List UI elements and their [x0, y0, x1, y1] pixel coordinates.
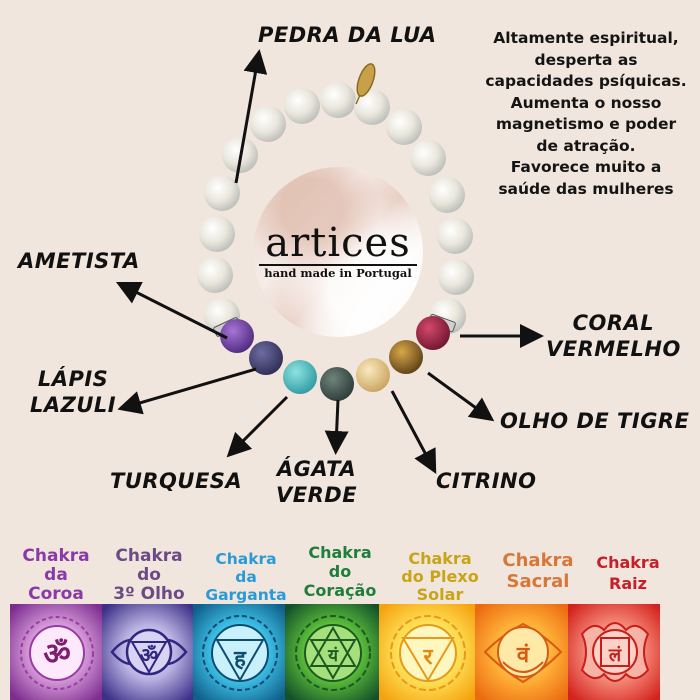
label-line: OLHO DE TIGRE [500, 409, 690, 433]
amethyst-bead [220, 319, 254, 353]
chakra-label-line: Chakra [408, 549, 472, 568]
citrine-bead [356, 358, 390, 392]
chakra-label-line: da [44, 565, 68, 585]
label-line: ÁGATA [276, 457, 357, 481]
description-line: Altamente espiritual, [493, 29, 679, 47]
third-eye-symbol-icon: ॐ [101, 604, 194, 700]
chakra-label-line: Coroa [28, 584, 84, 604]
svg-text:वं: वं [515, 643, 529, 668]
chakra-tile-raiz: लं [568, 604, 660, 700]
om-symbol-icon: ॐ [10, 604, 102, 700]
arrow-ametista [115, 281, 228, 340]
chakra-label-line: Chakra [308, 543, 372, 562]
chakra-tile-garganta: ह [193, 604, 286, 700]
label-turquesa: TURQUESA [110, 468, 242, 494]
chakra-label-plexo-solar: Chakra do Plexo Solar [390, 550, 490, 604]
chakra-label-sacral: Chakra Sacral [490, 550, 586, 592]
chakra-tile-plexo-solar: र [378, 604, 475, 700]
label-line: LÁPIS [37, 367, 109, 391]
brand-logo: artices hand made in Portugal [253, 222, 423, 280]
chakra-label-line: Solar [416, 585, 464, 604]
label-line: PEDRA DA LUA [258, 23, 437, 47]
chakra-label-line: do [328, 562, 352, 581]
chakra-label-line: Garganta [205, 586, 287, 604]
chakra-label-line: Coração [303, 581, 377, 600]
moonstone-description: Altamente espiritual, desperta as capaci… [476, 28, 696, 200]
brand-underline [259, 264, 417, 266]
throat-symbol-icon: ह [193, 604, 286, 700]
chakra-tile-coroa: ॐ [10, 604, 102, 700]
lapis-lazuli-bead [249, 341, 283, 375]
label-olho-de-tigre: OLHO DE TIGRE [500, 408, 689, 434]
chakra-tile-terceiro-olho: ॐ [101, 604, 194, 700]
marble-logo-background [253, 167, 423, 337]
label-line: AMETISTA [18, 249, 140, 273]
description-line: de atração. [536, 136, 636, 155]
chakra-label-line: Chakra [22, 546, 90, 566]
turquoise-bead [283, 360, 317, 394]
chakra-symbols-row: ॐ ॐ ह [10, 604, 660, 700]
chakra-label-line: do Plexo [401, 567, 479, 586]
chakra-tile-coracao: यं [285, 604, 379, 700]
description-line: Aumenta o nosso [510, 93, 662, 112]
arrow-lapis-lazuli [117, 367, 257, 415]
description-line: desperta as [534, 50, 638, 69]
chakra-label-line: 3º Olho [113, 584, 185, 604]
chakra-label-line: Chakra [502, 550, 574, 571]
pointer-arrows [115, 49, 544, 474]
chakra-label-line: Sacral [506, 571, 570, 592]
chakra-label-terceiro-olho: Chakra do 3º Olho [102, 547, 196, 604]
label-agata-verde: ÁGATA VERDE [276, 456, 357, 508]
chakra-label-line: do [137, 565, 161, 585]
sacral-symbol-icon: वं [474, 604, 569, 700]
solar-plexus-symbol-icon: र [378, 604, 475, 700]
description-line: capacidades psíquicas. [485, 72, 687, 90]
chakra-tile-sacral: वं [474, 604, 569, 700]
label-line: CORAL [572, 311, 655, 335]
chakra-label-coroa: Chakra da Coroa [10, 547, 102, 604]
chakra-label-line: da [235, 568, 257, 586]
label-line: VERDE [276, 483, 358, 507]
heart-symbol-icon: यं [285, 604, 379, 700]
label-ametista: AMETISTA [18, 248, 140, 274]
chakra-label-line: Chakra [596, 553, 660, 572]
svg-text:यं: यं [327, 646, 339, 666]
arrow-agata-verde [324, 399, 349, 455]
green-agate-bead [320, 367, 354, 401]
svg-text:लं: लं [608, 645, 622, 666]
svg-text:र: र [422, 645, 433, 670]
chakra-label-line: Chakra [215, 550, 277, 568]
chakra-label-coracao: Chakra do Coração [292, 543, 388, 600]
brand-tagline: hand made in Portugal [264, 266, 412, 280]
tigers-eye-bead [389, 340, 423, 374]
chakra-label-line: Raiz [609, 574, 647, 593]
label-coral-vermelho: CORAL VERMELHO [546, 310, 681, 362]
arrow-olho-de-tigre [427, 371, 495, 422]
svg-text:ॐ: ॐ [140, 643, 158, 667]
label-lapis-lazuli: LÁPIS LAZULI [30, 366, 116, 418]
label-line: VERMELHO [546, 337, 681, 361]
label-citrino: CITRINO [436, 468, 536, 494]
description-line: saúde das mulheres [498, 179, 674, 198]
description-line: Favorece muito a [510, 158, 662, 176]
arrow-pedra-da-lua [234, 49, 268, 184]
brand-charm [355, 63, 376, 105]
chakra-labels: Chakra da Coroa Chakra do 3º Olho Chakra… [0, 532, 700, 604]
arrow-citrino [390, 390, 437, 474]
label-line: TURQUESA [110, 469, 243, 493]
label-pedra-da-lua: PEDRA DA LUA [258, 22, 437, 48]
chakra-label-raiz: Chakra Raiz [586, 552, 670, 594]
svg-text:ह: ह [234, 647, 248, 672]
chakra-label-garganta: Chakra da Garganta [198, 550, 294, 604]
label-line: CITRINO [436, 469, 537, 493]
label-line: LAZULI [30, 393, 117, 417]
root-symbol-icon: लं [568, 604, 660, 700]
svg-text:ॐ: ॐ [43, 637, 70, 672]
red-coral-bead [416, 316, 450, 350]
brand-name: artices [265, 220, 411, 266]
chakra-label-line: Chakra [115, 546, 183, 566]
arrow-turquesa [226, 395, 289, 458]
description-line: magnetismo e poder [495, 115, 677, 133]
